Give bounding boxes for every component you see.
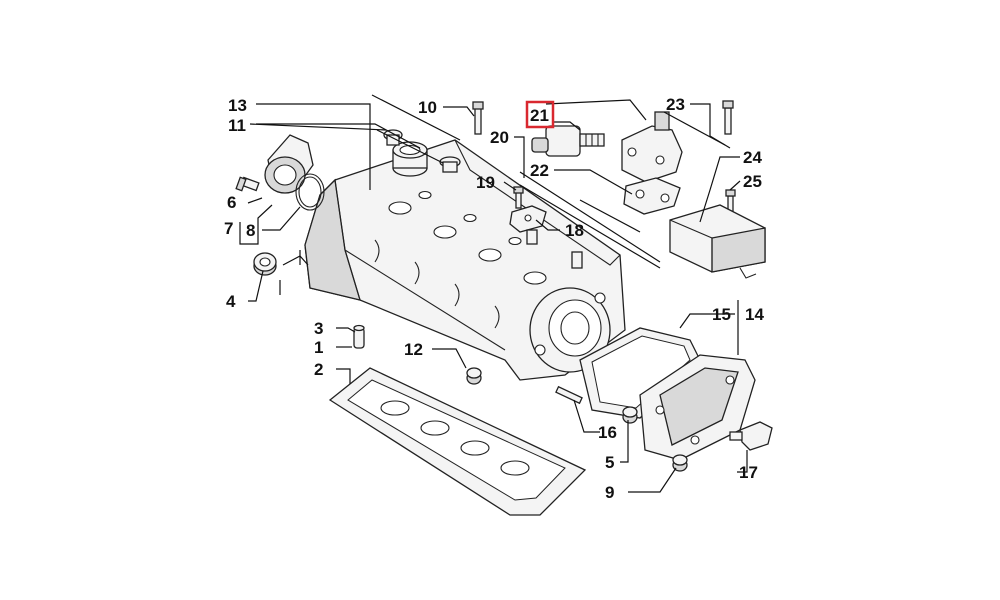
sensor-18 bbox=[509, 205, 547, 245]
callout-4: 4 bbox=[226, 292, 236, 311]
callout-21: 21 bbox=[530, 106, 549, 125]
cap-bolt bbox=[235, 176, 260, 192]
flange-gasket bbox=[623, 177, 681, 215]
sensor-17 bbox=[729, 421, 773, 451]
leader-lines bbox=[239, 94, 748, 493]
plug-9 bbox=[672, 454, 688, 472]
bracket-cover bbox=[669, 204, 766, 279]
bolt-23 bbox=[722, 100, 734, 135]
callout-2: 2 bbox=[314, 360, 323, 379]
callout-25: 25 bbox=[743, 172, 762, 191]
callout-18: 18 bbox=[565, 221, 584, 240]
bolt-19 bbox=[513, 186, 524, 209]
callout-20: 20 bbox=[490, 128, 509, 147]
callout-17: 17 bbox=[739, 463, 758, 482]
callout-11: 11 bbox=[228, 116, 246, 135]
callout-6: 6 bbox=[227, 193, 236, 212]
stud-16 bbox=[555, 385, 583, 405]
rear-cap bbox=[264, 134, 325, 211]
actuator-housing bbox=[621, 111, 683, 183]
timing-cover-gasket bbox=[579, 327, 701, 419]
callout-22: 22 bbox=[530, 161, 549, 180]
callout-1: 1 bbox=[314, 338, 323, 357]
plug-5 bbox=[622, 406, 638, 424]
callout-9: 9 bbox=[605, 483, 614, 502]
filler-cap-small bbox=[383, 129, 403, 146]
callout-14: 14 bbox=[745, 305, 764, 324]
callout-8: 8 bbox=[246, 221, 255, 240]
filler-cap-large bbox=[439, 156, 461, 173]
solenoid-valve bbox=[531, 125, 605, 157]
callout-12: 12 bbox=[404, 340, 423, 359]
oil-seal bbox=[253, 252, 277, 276]
dowel-pin bbox=[353, 324, 365, 349]
callout-24: 24 bbox=[743, 148, 762, 167]
callout-16: 16 bbox=[598, 423, 617, 442]
cylinder-head-cover bbox=[304, 139, 626, 381]
highlight-box bbox=[525, 100, 555, 129]
callout-19: 19 bbox=[476, 173, 495, 192]
callout-13: 13 bbox=[228, 96, 247, 115]
callout-3: 3 bbox=[314, 319, 323, 338]
bolt-10 bbox=[472, 101, 484, 135]
cover-gasket bbox=[328, 367, 587, 516]
callout-15: 15 bbox=[712, 305, 731, 324]
plug-12 bbox=[466, 367, 482, 385]
callout-labels: 13 11 10 6 7 8 4 3 1 2 12 21 20 22 19 18… bbox=[224, 95, 764, 502]
callout-23: 23 bbox=[666, 95, 685, 114]
callout-7: 7 bbox=[224, 219, 233, 238]
timing-cover bbox=[639, 354, 756, 461]
callout-10: 10 bbox=[418, 98, 437, 117]
callout-5: 5 bbox=[605, 453, 614, 472]
